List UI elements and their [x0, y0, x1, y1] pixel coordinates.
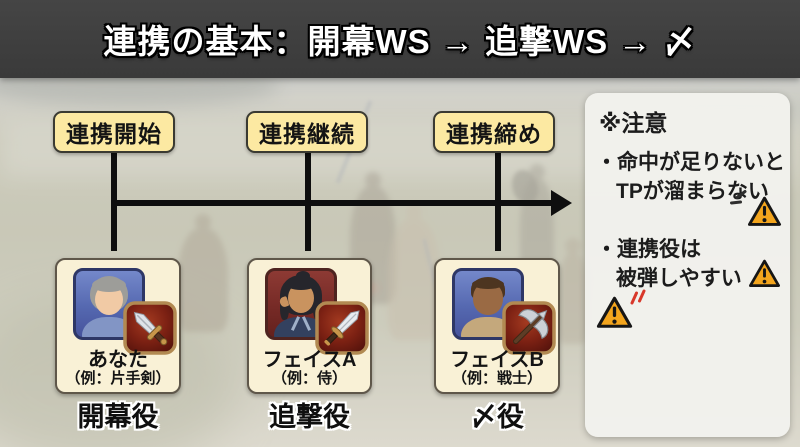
emphasis-marks-red — [629, 287, 647, 307]
phase-label-continue: 連携継続 — [246, 111, 368, 153]
role-label-closer: 〆役 — [470, 402, 524, 432]
axe-icon — [502, 301, 556, 355]
portrait-body — [274, 317, 328, 337]
note-bullet-1: ・命中が足りないと — [596, 151, 785, 174]
portrait-fringe — [472, 279, 504, 289]
notes-panel: ※注意 ・命中が足りないと TPが溜まらない ・連携役は 被弾しやすい — [585, 93, 790, 437]
role-card-trust-b: フェイスB （例：戦士） — [434, 258, 560, 394]
role-card-player: あなた （例：片手剣） — [55, 258, 181, 394]
card-example: （例：戦士） — [451, 370, 542, 387]
note-bullet-2-cont: 被弾しやすい — [616, 267, 742, 290]
card-name: フェイスA — [262, 349, 357, 371]
note-bullet-1-cont: TPが溜まらない — [616, 180, 769, 203]
role-label-opener: 開幕役 — [77, 402, 159, 432]
katana-icon — [315, 301, 369, 355]
notes-heading: ※注意 — [599, 110, 668, 136]
emphasis-marks-dark — [729, 189, 749, 211]
phase-label-close: 連携締め — [433, 111, 555, 153]
portrait-fringe — [285, 277, 317, 290]
warning-triangle-icon — [748, 259, 781, 288]
background-character — [178, 228, 228, 332]
background-character — [388, 218, 440, 340]
sword-icon — [123, 301, 177, 355]
card-example: （例：侍） — [271, 370, 347, 387]
phase-label-start: 連携開始 — [53, 111, 175, 153]
role-card-trust-a: フェイスA （例：侍） — [247, 258, 372, 394]
timeline-arrowhead-icon — [551, 190, 572, 216]
title-banner: 連携の基本：開幕WS → 追撃WS → 〆 — [0, 0, 800, 78]
role-label-chaser: 追撃役 — [269, 402, 350, 432]
page-title: 連携の基本：開幕WS → 追撃WS → 〆 — [103, 23, 697, 60]
background-character — [558, 252, 588, 344]
warning-triangle-icon — [747, 196, 782, 227]
card-name: フェイスB — [450, 349, 544, 371]
timeline-axis — [111, 200, 553, 206]
portrait-fringe — [92, 278, 126, 292]
card-name: あなた — [88, 349, 148, 371]
card-example: （例：片手剣） — [65, 370, 171, 387]
portrait-body — [82, 317, 136, 337]
portrait-body — [461, 317, 515, 337]
warning-triangle-icon — [596, 296, 633, 329]
note-bullet-2: ・連携役は — [596, 238, 701, 261]
